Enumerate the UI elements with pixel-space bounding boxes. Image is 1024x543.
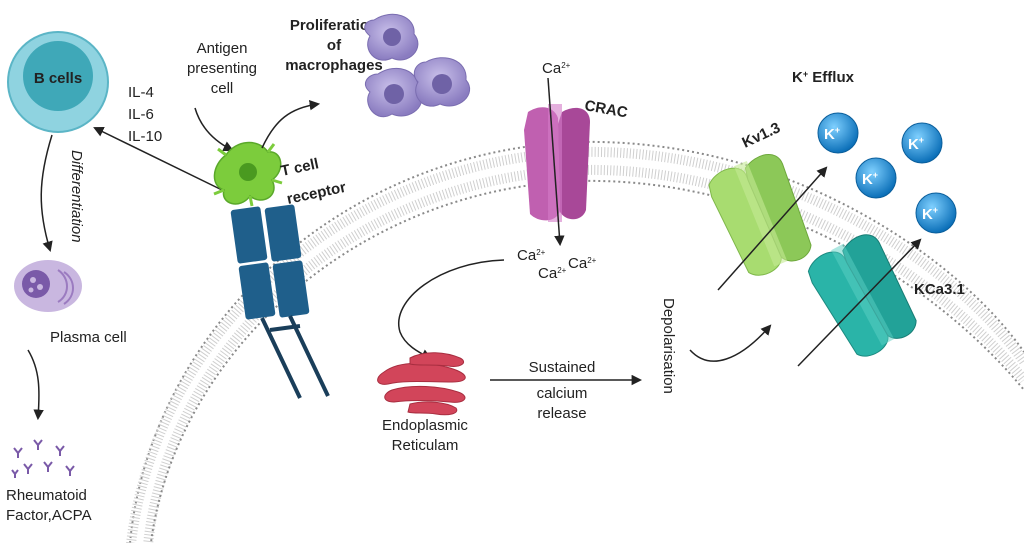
svg-text:K+: K+	[824, 125, 840, 143]
apc-to-macrophage-arrow	[261, 99, 321, 149]
rheumatoid-label-2: Factor,ACPA	[6, 507, 92, 524]
ca-inside-label-1: Ca2+	[517, 247, 546, 264]
k-efflux-label: K+ Efflux	[792, 69, 855, 86]
differentiation-label: Differentiation	[68, 150, 85, 243]
k-ion-4: K+	[915, 192, 957, 234]
il10-label: IL-10	[128, 128, 162, 145]
apc-to-bcell-arrow	[93, 126, 223, 191]
b-cell: B cells	[7, 31, 109, 133]
apc-label-1: Antigen	[197, 40, 248, 57]
k-ion-1: K+	[817, 112, 859, 154]
ca-outside-label: Ca2+	[542, 60, 571, 77]
antibodies	[11, 439, 75, 478]
crac-label: CRAC	[583, 97, 629, 121]
proliferation-label-1: Proliferation	[290, 17, 378, 34]
antigen-presenting-cell	[213, 141, 283, 207]
er-label-1: Endoplasmic	[382, 417, 468, 434]
t-cell-receptor	[230, 204, 330, 399]
svg-text:K+: K+	[862, 170, 878, 188]
apc-label-3: cell	[211, 80, 234, 97]
apc-label-2: presenting	[187, 60, 257, 77]
plasma-cell-label: Plasma cell	[50, 329, 127, 346]
rheumatoid-label-1: Rheumatoid	[6, 487, 87, 504]
er-label-2: Reticulam	[392, 437, 459, 454]
kv13-label: Kv1.3	[740, 119, 783, 151]
tcr-label-2: receptor	[285, 179, 347, 208]
plasma-to-antibody-arrow	[27, 349, 44, 421]
kv13-channel	[708, 154, 812, 276]
kca31-label: KCa3.1	[914, 281, 965, 298]
k-ion-3: K+	[855, 157, 897, 199]
tcr-label-1: T cell	[279, 155, 320, 180]
k-ion-2: K+	[901, 122, 943, 164]
ca-inside-label-3: Ca2+	[568, 255, 597, 272]
ca-inside-label-2: Ca2+	[538, 265, 567, 282]
kca31-channel	[807, 234, 917, 357]
kca31-efflux-arrow	[797, 238, 922, 367]
sustained-label-1: Sustained	[529, 359, 596, 376]
il6-label: IL-6	[128, 106, 154, 123]
macrophages	[364, 13, 471, 117]
b-cells-label: B cells	[34, 70, 82, 87]
svg-text:K+: K+	[922, 205, 938, 223]
kv13-efflux-arrow	[717, 166, 828, 291]
differentiation-arrow	[40, 134, 53, 253]
proliferation-label-2: of	[327, 37, 342, 54]
depolarisation-arrow	[689, 324, 772, 362]
sustained-label-3: release	[537, 405, 586, 422]
depolarisation-label: Depolarisation	[660, 298, 677, 394]
apc-pointer-arrow	[194, 107, 234, 151]
calcium-to-er-arrow	[397, 259, 505, 359]
endoplasmic-reticulum	[377, 352, 466, 416]
calcium-influx-arrow	[547, 77, 565, 247]
plasma-cell	[14, 260, 82, 312]
sustained-label-2: calcium	[537, 385, 588, 402]
il4-label: IL-4	[128, 84, 154, 101]
svg-text:K+: K+	[908, 135, 924, 153]
proliferation-label-3: macrophages	[285, 57, 383, 74]
